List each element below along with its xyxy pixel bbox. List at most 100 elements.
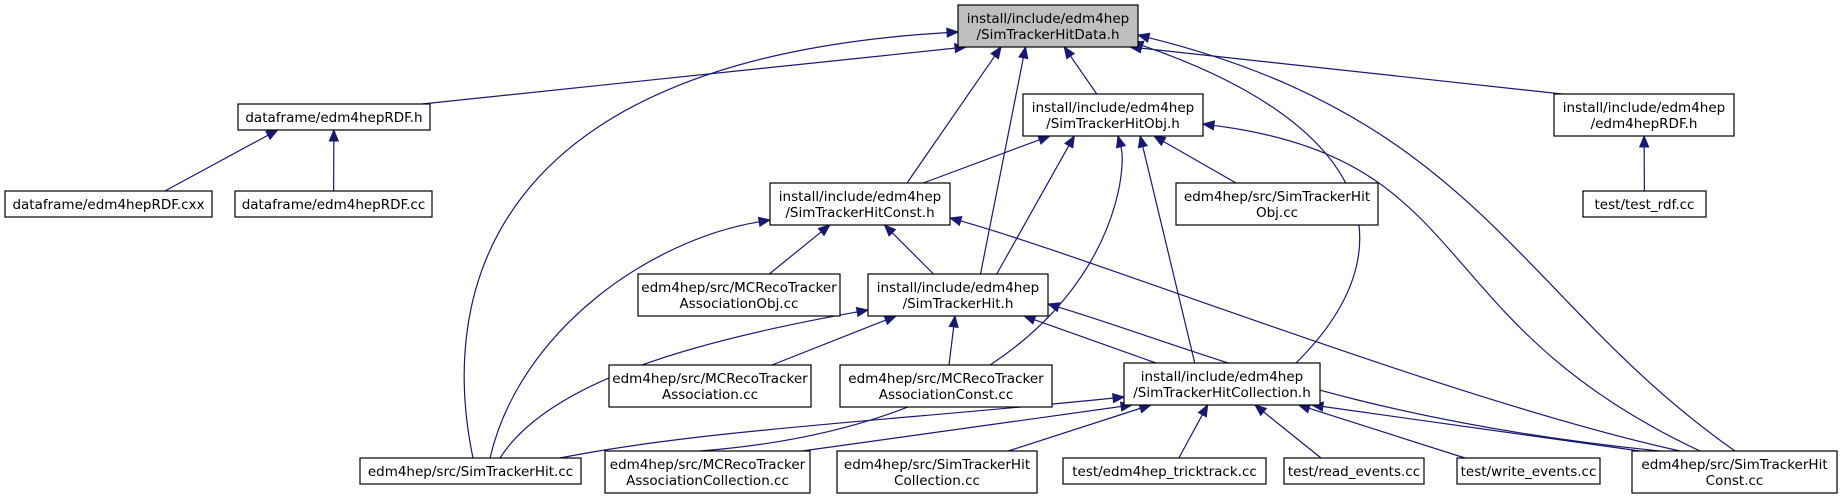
- arrowhead: [948, 216, 963, 227]
- edge-line: [996, 145, 1070, 275]
- arrowhead: [265, 129, 279, 141]
- edge-const-cc-to-const-h: [948, 216, 1681, 452]
- node-label-line: AssociationCollection.cc: [626, 473, 789, 489]
- node-const-h[interactable]: install/include/edm4hep/SimTrackerHitCon…: [769, 182, 951, 226]
- node-coll-h[interactable]: install/include/edm4hep/SimTrackerHitCol…: [1123, 362, 1321, 406]
- node-box: [234, 190, 433, 218]
- edge-mcconst-to-hit-h: [948, 314, 959, 366]
- edge-line: [1008, 407, 1141, 452]
- node-label-line: /SimTrackerHit.h: [903, 296, 1014, 312]
- node-box: [836, 450, 1038, 494]
- arrowhead: [1064, 134, 1075, 149]
- edge-coll-h-to-obj-h: [1137, 134, 1196, 364]
- node-dfcxx[interactable]: dataframe/edm4hepRDF.cxx: [4, 190, 213, 218]
- node-box: [957, 4, 1139, 48]
- arrowhead: [1046, 302, 1061, 313]
- edge-line: [906, 55, 996, 184]
- edge-mcassoc-to-hit-h: [771, 315, 898, 366]
- edge-coll-cc-to-coll-h: [1008, 403, 1153, 452]
- node-label-line: install/include/edm4hep: [967, 11, 1129, 27]
- arrowhead: [1197, 403, 1209, 418]
- edge-tricktrack-to-coll-h: [1178, 403, 1209, 459]
- node-coll-cc[interactable]: edm4hep/src/SimTrackerHitCollection.cc: [836, 450, 1038, 494]
- arrowhead: [1022, 314, 1037, 325]
- node-obj-h[interactable]: install/include/edm4hep/SimTrackerHitObj…: [1022, 93, 1204, 137]
- node-label-line: Obj.cc: [1256, 205, 1298, 221]
- edge-obj-h-to-root: [1063, 45, 1098, 95]
- edge-line: [891, 232, 934, 275]
- node-label-line: install/include/edm4hep: [877, 280, 1039, 296]
- arrowhead: [883, 315, 898, 326]
- node-label-line: /SimTrackerHitData.h: [977, 27, 1120, 43]
- edge-read-to-coll-h: [1253, 404, 1322, 459]
- edge-const-h-to-root: [906, 45, 1002, 184]
- node-hit-cc[interactable]: edm4hep/src/SimTrackerHit.cc: [359, 457, 582, 485]
- node-label-line: /SimTrackerHitConst.h: [785, 205, 934, 221]
- node-dfcc[interactable]: dataframe/edm4hepRDF.cc: [234, 190, 433, 218]
- node-box: [867, 273, 1049, 317]
- edge-line: [948, 326, 955, 366]
- node-label-line: /edm4hepRDF.h: [1591, 116, 1698, 132]
- node-label-line: edm4hep/src/SimTrackerHit: [1184, 189, 1370, 205]
- edge-hit-cc-to-const-h: [489, 216, 772, 459]
- edge-coll-h-to-hit-h: [1022, 314, 1157, 364]
- arrowhead: [946, 27, 960, 38]
- edge-line: [1034, 319, 1157, 364]
- edge-const-h-to-obj-h: [923, 135, 1051, 184]
- edge-line: [923, 139, 1040, 184]
- node-tricktrack[interactable]: test/edm4hep_tricktrack.cc: [1062, 457, 1267, 485]
- arrowhead: [757, 216, 772, 228]
- edge-dfcxx-to-dfh: [164, 129, 279, 192]
- node-label-line: edm4hep/src/MCRecoTracker: [610, 457, 806, 473]
- node-box: [769, 182, 951, 226]
- edge-test-rdf-to-rdf-h: [1638, 134, 1650, 192]
- node-rdf-h[interactable]: install/include/edm4hep/edm4hepRDF.h: [1553, 93, 1735, 137]
- edge-line: [1213, 124, 1701, 452]
- node-label-line: test/read_events.cc: [1288, 464, 1420, 480]
- edge-mccoll-to-obj-h: [699, 134, 1127, 452]
- node-root[interactable]: install/include/edm4hep/SimTrackerHitDat…: [957, 4, 1139, 48]
- node-box: [637, 273, 841, 317]
- edge-rdf-h-to-root: [1128, 43, 1563, 95]
- edge-dfh-to-root: [421, 42, 968, 105]
- edge-const-cc-to-coll-h: [1310, 401, 1641, 452]
- arrowhead: [948, 314, 959, 329]
- node-label-line: edm4hep/src/SimTrackerHit: [844, 457, 1030, 473]
- edge-write-to-coll-h: [1297, 403, 1466, 459]
- edge-line: [164, 134, 269, 192]
- node-dfh[interactable]: dataframe/edm4hepRDF.h: [237, 103, 431, 131]
- node-box: [1175, 182, 1379, 226]
- arrowhead: [855, 306, 870, 318]
- arrowhead: [990, 45, 1002, 60]
- edge-line: [768, 231, 822, 275]
- node-obj-cc[interactable]: edm4hep/src/SimTrackerHitObj.cc: [1175, 182, 1379, 226]
- node-write[interactable]: test/write_events.cc: [1456, 457, 1601, 485]
- node-box: [1631, 450, 1838, 494]
- node-mcconst[interactable]: edm4hep/src/MCRecoTrackerAssociationCons…: [839, 364, 1053, 408]
- node-box: [1582, 190, 1707, 218]
- edge-dfcc-to-dfh: [328, 128, 340, 192]
- node-const-cc[interactable]: edm4hep/src/SimTrackerHitConst.cc: [1631, 450, 1838, 494]
- node-read[interactable]: test/read_events.cc: [1283, 457, 1425, 485]
- arrowhead: [1253, 404, 1268, 417]
- edge-line: [1140, 47, 1563, 95]
- node-box: [237, 103, 431, 131]
- arrowhead: [817, 224, 831, 237]
- node-mccoll[interactable]: edm4hep/src/MCRecoTrackerAssociationColl…: [604, 450, 811, 494]
- node-label-line: edm4hep/src/SimTrackerHit: [1641, 457, 1827, 473]
- node-box: [1062, 457, 1267, 485]
- edge-line: [771, 319, 886, 366]
- arrowhead: [1063, 45, 1076, 60]
- node-mcobj[interactable]: edm4hep/src/MCRecoTrackerAssociationObj.…: [637, 273, 841, 317]
- arrowhead: [1152, 135, 1167, 147]
- node-hit-h[interactable]: install/include/edm4hep/SimTrackerHit.h: [867, 273, 1049, 317]
- edge-line: [1308, 407, 1466, 459]
- edge-line: [699, 146, 1123, 452]
- node-label-line: dataframe/edm4hepRDF.h: [245, 110, 422, 126]
- node-test-rdf[interactable]: test/test_rdf.cc: [1582, 190, 1707, 218]
- node-label-line: edm4hep/src/MCRecoTracker: [612, 371, 808, 387]
- edge-line: [1148, 37, 1736, 452]
- node-box: [1022, 93, 1204, 137]
